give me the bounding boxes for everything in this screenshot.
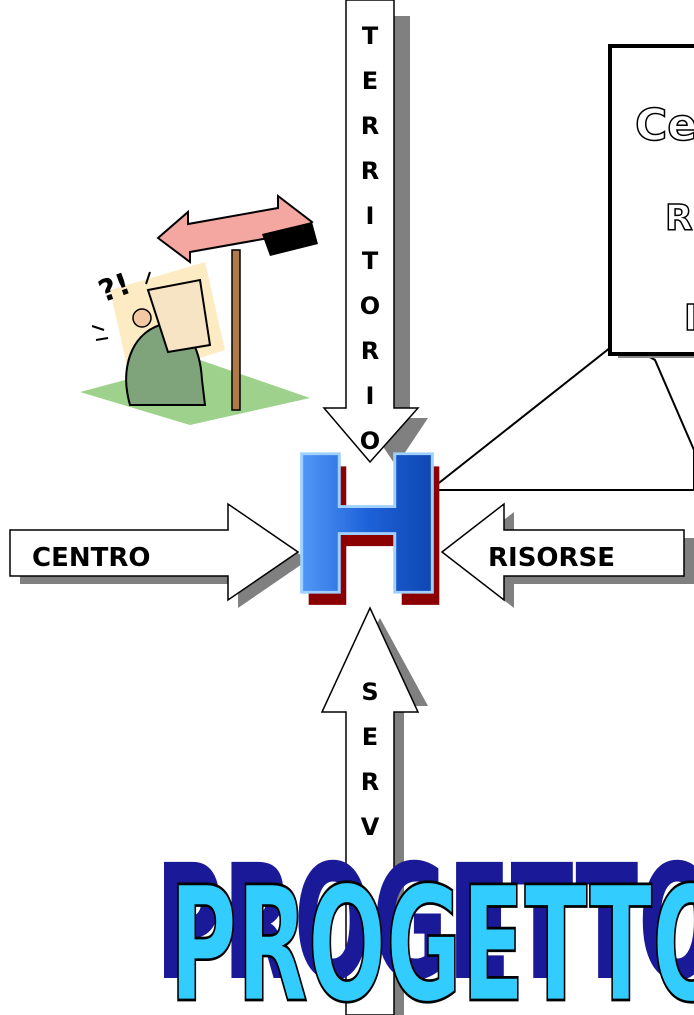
servizi-letter: E (362, 723, 378, 751)
centro-label: CENTRO (32, 543, 150, 573)
callout-pointer (427, 338, 694, 491)
center-h-letter: H (283, 417, 450, 638)
signpost-shadow (262, 222, 318, 256)
servizi-arrow-body (320, 606, 420, 1015)
servizi-letter: V (361, 813, 380, 841)
territorio-letter: I (366, 382, 375, 410)
territorio-letter: O (360, 427, 380, 455)
territorio-letter: I (366, 202, 375, 230)
center-h-shadow: H (290, 430, 457, 651)
territorio-letter: E (362, 67, 378, 95)
map-paper (146, 278, 212, 354)
centro-arrow-body (9, 502, 300, 602)
progetto-shadow: PROGETTO (156, 830, 694, 1015)
surprise-lines (91, 271, 151, 341)
territorio-arrow-body (322, 0, 420, 464)
callout-line-1: Ce (635, 100, 694, 151)
territorio-letter: T (362, 22, 379, 50)
territorio-letter: R (361, 157, 379, 185)
territorio-letter: O (360, 292, 380, 320)
servizi-letter: R (361, 768, 379, 796)
person-hand (132, 308, 152, 328)
callout-box: Ce R I (427, 44, 694, 491)
risorse-arrow: RISORSE (440, 502, 694, 608)
servizi-letter: S (361, 678, 378, 706)
callout-frame (608, 44, 694, 356)
progetto-text: PROGETTO (170, 852, 694, 1015)
risorse-label: RISORSE (488, 543, 615, 573)
risorse-arrow-body (440, 502, 685, 602)
callout-line-3: I (684, 298, 694, 339)
territorio-letter: R (361, 337, 379, 365)
progetto-wordart: PROGETTO PROGETTO (156, 830, 694, 1015)
territorio-letter: R (361, 112, 379, 140)
centro-arrow: CENTRO (9, 502, 308, 608)
callout-line-2: R (665, 198, 693, 239)
confused-person-signpost-icon: ?! (80, 193, 318, 425)
signpost-pole (231, 249, 241, 411)
territorio-letter: T (362, 247, 379, 275)
center-h: H H (282, 415, 458, 651)
